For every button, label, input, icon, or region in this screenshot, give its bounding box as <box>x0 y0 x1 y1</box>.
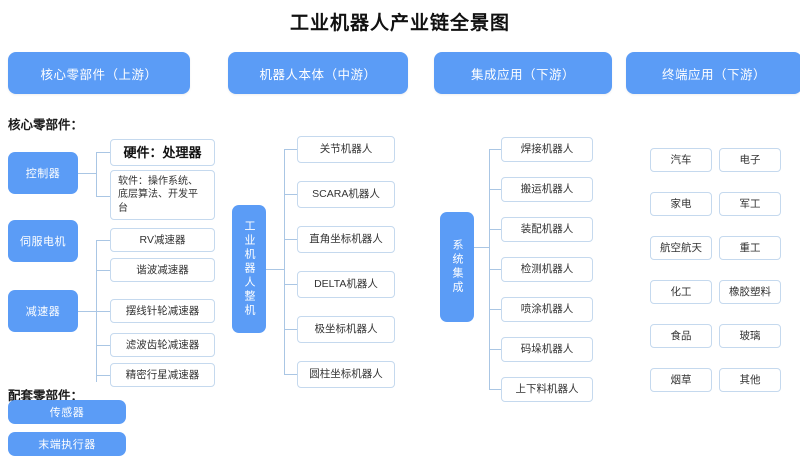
leaf-application-home-appliance[interactable]: 家电 <box>650 192 712 216</box>
node-controller[interactable]: 控制器 <box>8 152 78 194</box>
connector-controller-to-hardware <box>96 152 110 153</box>
connector-integration-to-palletizing <box>489 349 501 350</box>
connector-robot-to-delta <box>284 284 297 285</box>
node-industrial-robot-unit[interactable]: 工业机器人整机 <box>232 205 266 333</box>
connector-reducer-to-harmonic <box>96 270 110 271</box>
leaf-harmonic-reducer[interactable]: 谐波减速器 <box>110 258 215 282</box>
leaf-application-automobile[interactable]: 汽车 <box>650 148 712 172</box>
leaf-cylindrical-robot[interactable]: 圆柱坐标机器人 <box>297 361 395 388</box>
connector-integration-to-inspection <box>489 269 501 270</box>
connector-robot-to-cartesian <box>284 239 297 240</box>
connector-robot-to-cylindrical <box>284 374 297 375</box>
connector-integration-to-painting <box>489 309 501 310</box>
connector-controller-to-software <box>96 196 110 197</box>
leaf-painting-robot[interactable]: 喷涂机器人 <box>501 297 593 322</box>
leaf-palletizing-robot[interactable]: 码垛机器人 <box>501 337 593 362</box>
leaf-application-military[interactable]: 军工 <box>719 192 781 216</box>
leaf-rv-reducer[interactable]: RV减速器 <box>110 228 215 252</box>
leaf-application-electronics[interactable]: 电子 <box>719 148 781 172</box>
leaf-application-chemical[interactable]: 化工 <box>650 280 712 304</box>
connector-integration-to-loading <box>489 389 501 390</box>
leaf-cycloidal-pin-wheel-reducer[interactable]: 摆线针轮减速器 <box>110 299 215 323</box>
leaf-application-other[interactable]: 其他 <box>719 368 781 392</box>
connector-integration-to-assembly <box>489 229 501 230</box>
leaf-controller-hardware[interactable]: 硬件：处理器 <box>110 139 215 166</box>
connector-integration-to-welding <box>489 149 501 150</box>
node-sensor[interactable]: 传感器 <box>8 400 126 424</box>
leaf-application-food[interactable]: 食品 <box>650 324 712 348</box>
leaf-welding-robot[interactable]: 焊接机器人 <box>501 137 593 162</box>
leaf-precision-planetary-reducer[interactable]: 精密行星减速器 <box>110 363 215 387</box>
leaf-cartesian-robot[interactable]: 直角坐标机器人 <box>297 226 395 253</box>
leaf-application-heavy-industry[interactable]: 重工 <box>719 236 781 260</box>
connector-robot-to-articulated <box>284 149 297 150</box>
leaf-loading-unloading-robot[interactable]: 上下料机器人 <box>501 377 593 402</box>
connector-reducer-to-filter-gear <box>96 345 110 346</box>
leaf-filter-gear-reducer[interactable]: 滤波齿轮减速器 <box>110 333 215 357</box>
header-pill-midstream-robot-body[interactable]: 机器人本体（中游） <box>228 52 408 94</box>
header-pill-downstream-end-application[interactable]: 终端应用（下游） <box>626 52 800 94</box>
connector-robot-stem <box>266 269 284 270</box>
connector-reducer-stem <box>78 311 96 312</box>
page-title: 工业机器人产业链全景图 <box>289 13 510 34</box>
node-end-effector[interactable]: 末端执行器 <box>8 432 126 456</box>
leaf-application-glass[interactable]: 玻璃 <box>719 324 781 348</box>
leaf-application-rubber-plastics[interactable]: 橡胶塑料 <box>719 280 781 304</box>
node-reducer[interactable]: 减速器 <box>8 290 78 332</box>
connector-integration-to-handling <box>489 189 501 190</box>
leaf-assembly-robot[interactable]: 装配机器人 <box>501 217 593 242</box>
connector-controller-bus <box>96 152 97 196</box>
leaf-inspection-robot[interactable]: 检测机器人 <box>501 257 593 282</box>
leaf-application-tobacco[interactable]: 烟草 <box>650 368 712 392</box>
header-pill-downstream-integration[interactable]: 集成应用（下游） <box>434 52 612 94</box>
connector-reducer-to-planetary <box>96 375 110 376</box>
connector-robot-to-scara <box>284 194 297 195</box>
caption-supporting-components: 配套零部件： <box>8 389 84 403</box>
node-servo-motor[interactable]: 伺服电机 <box>8 220 78 262</box>
node-system-integration[interactable]: 系统集成 <box>440 212 474 322</box>
leaf-articulated-robot[interactable]: 关节机器人 <box>297 136 395 163</box>
leaf-application-aerospace[interactable]: 航空航天 <box>650 236 712 260</box>
caption-core-components: 核心零部件： <box>8 118 84 132</box>
leaf-polar-robot[interactable]: 极坐标机器人 <box>297 316 395 343</box>
connector-robot-to-polar <box>284 329 297 330</box>
connector-integration-stem <box>474 247 489 248</box>
connector-controller-stem <box>78 173 96 174</box>
leaf-scara-robot[interactable]: SCARA机器人 <box>297 181 395 208</box>
leaf-handling-robot[interactable]: 搬运机器人 <box>501 177 593 202</box>
connector-reducer-to-cycloidal <box>96 311 110 312</box>
connector-robot-bus <box>284 149 285 375</box>
leaf-delta-robot[interactable]: DELTA机器人 <box>297 271 395 298</box>
connector-reducer-to-rv <box>96 240 110 241</box>
leaf-controller-software[interactable]: 软件：操作系统、底层算法、开发平台 <box>110 170 215 220</box>
header-pill-upstream-core-components[interactable]: 核心零部件（上游） <box>8 52 190 94</box>
